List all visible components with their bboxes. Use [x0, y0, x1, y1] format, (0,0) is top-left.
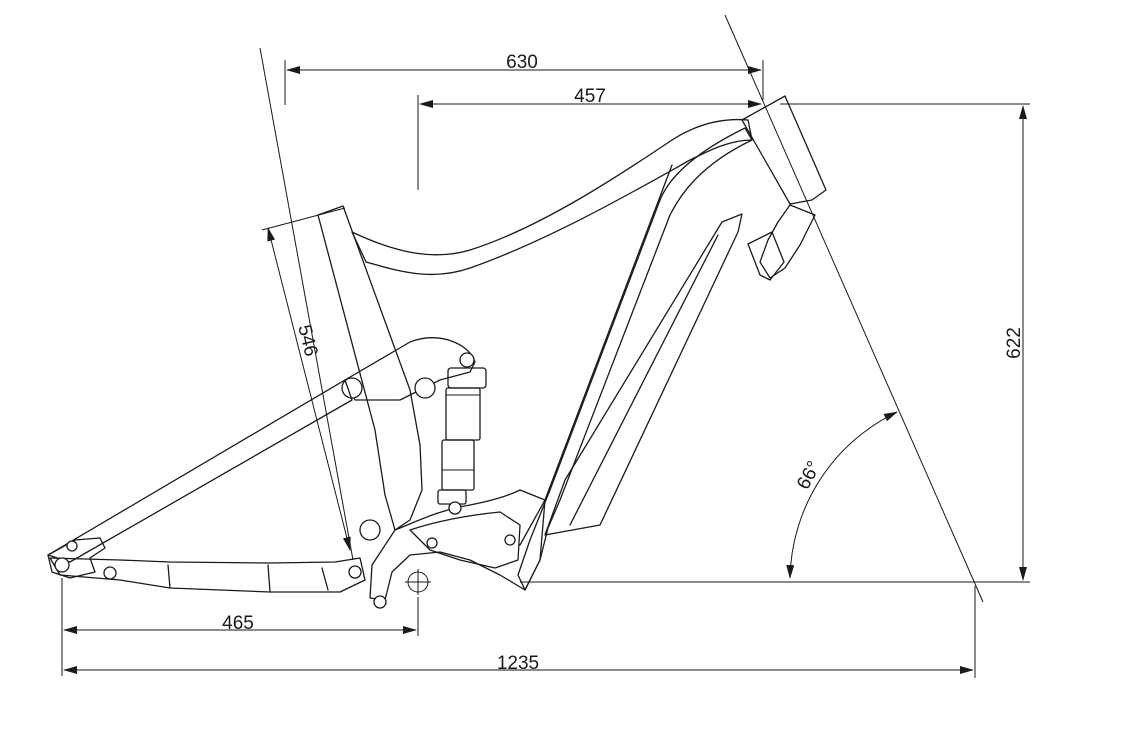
dim-66-label: 66° [793, 458, 825, 493]
bottom-bracket-area [369, 489, 546, 601]
dim-630-label: 630 [506, 52, 538, 73]
seat-tube [317, 205, 423, 531]
dim-head-angle: 66° [786, 411, 898, 579]
chain-stay [49, 557, 366, 593]
head-tube [741, 95, 827, 205]
dim-1235-label: 1235 [497, 653, 539, 674]
battery-cover [544, 213, 743, 536]
down-tube [517, 127, 753, 591]
down-tube-inner [519, 164, 673, 546]
dim-457-label: 457 [574, 86, 606, 107]
dim-seat-tube: 546 [261, 207, 351, 551]
bb-detail-b [504, 534, 516, 546]
dim-stack: 622 [780, 103, 1030, 581]
dropout-pivot [103, 566, 117, 580]
bb-detail-a [426, 537, 438, 549]
chain-stay-detail [167, 564, 329, 593]
seat-stay [47, 379, 353, 563]
rocker-pivot-rear [459, 352, 475, 368]
battery-cover-inner [569, 234, 719, 526]
rear-axle [54, 557, 70, 573]
rear-dropout [47, 537, 106, 579]
rear-shock [437, 367, 487, 515]
fork-lower-detail [747, 231, 785, 281]
dropout-bolt [66, 540, 78, 552]
fork-crown [759, 204, 816, 279]
dim-effective-top-tube: 630 [284, 52, 764, 105]
bike-frame-drawing [47, 14, 1030, 609]
steering-axis-line [724, 14, 984, 603]
top-tube [351, 118, 753, 276]
dim-reach: 457 [417, 86, 762, 190]
bottom-bracket-center [405, 569, 431, 595]
motor-housing [409, 511, 521, 569]
dim-465-label: 465 [222, 613, 254, 634]
dim-chainstay: 465 [61, 578, 419, 676]
dim-622-label: 622 [1004, 327, 1025, 359]
main-pivot [359, 519, 381, 541]
seat-tube-axis-line [259, 47, 354, 561]
bb-detail-c [373, 595, 387, 609]
dim-wheelbase: 1235 [63, 586, 976, 678]
dim-546-label: 546 [293, 323, 321, 359]
lower-pivot [348, 565, 362, 579]
rocker-pivot-main [414, 377, 436, 399]
